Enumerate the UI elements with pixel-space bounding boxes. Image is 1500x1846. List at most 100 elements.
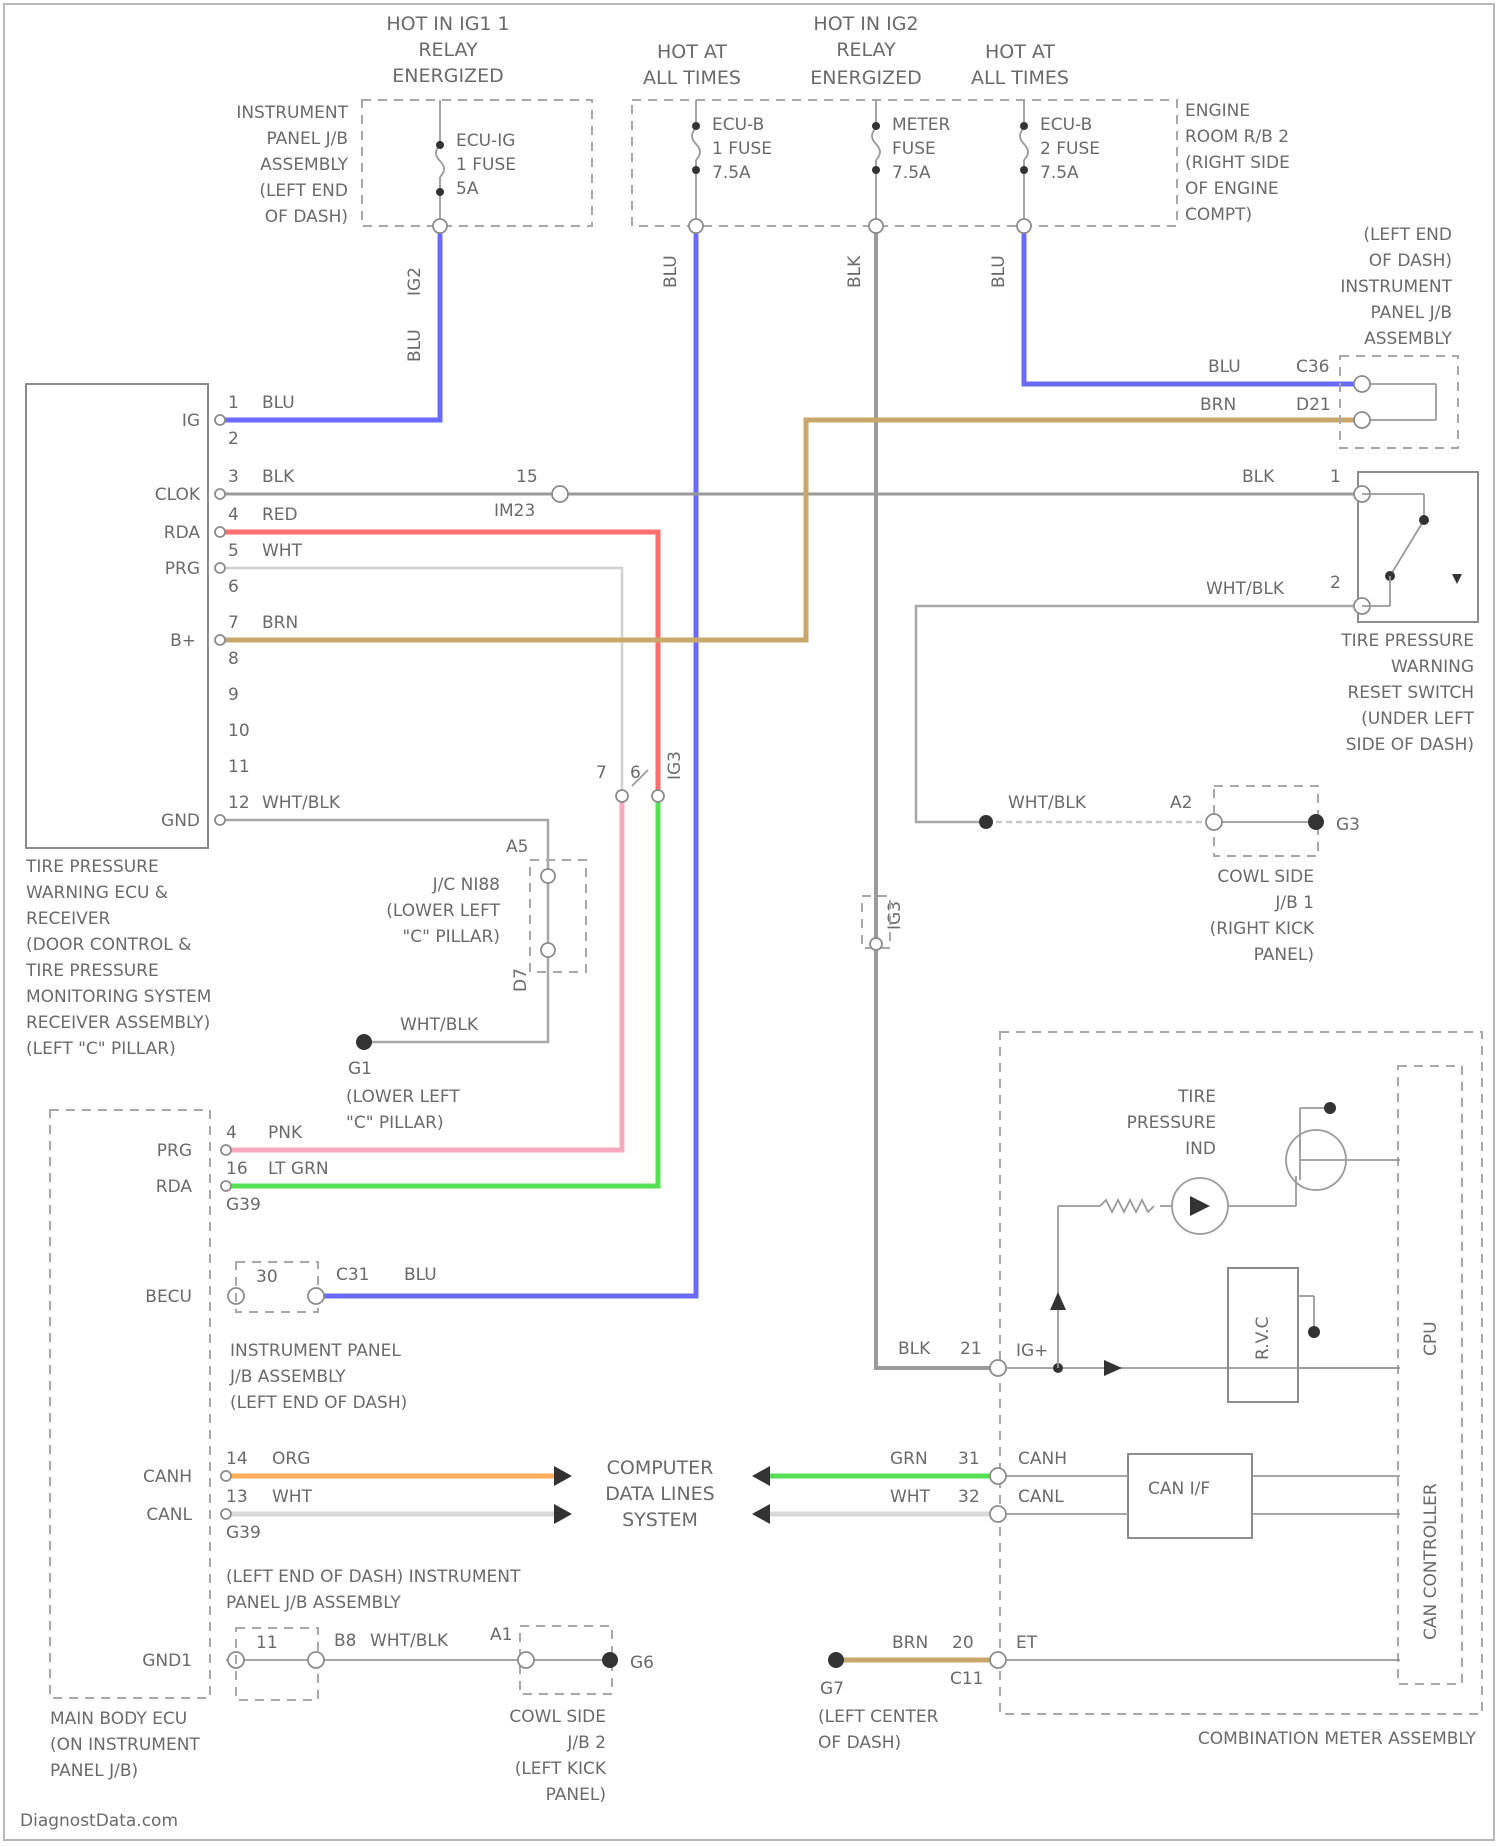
svg-text:BLU: BLU [404, 1265, 437, 1285]
ig1-relay-line3: ENERGIZED [392, 65, 503, 87]
svg-text:31: 31 [958, 1449, 980, 1469]
svg-text:TIRE: TIRE [1177, 1087, 1216, 1107]
computer-data-lines: COMPUTER DATA LINES SYSTEM [605, 1457, 714, 1531]
svg-text:7.5A: 7.5A [1040, 163, 1079, 183]
svg-text:G7: G7 [820, 1679, 844, 1699]
junction-pins: 7 6 [596, 763, 664, 802]
svg-text:RESET SWITCH: RESET SWITCH [1347, 683, 1474, 703]
svg-text:IM23: IM23 [494, 501, 535, 521]
svg-text:BLU: BLU [989, 255, 1009, 288]
svg-text:A1: A1 [490, 1625, 512, 1645]
svg-text:11: 11 [256, 1633, 278, 1653]
ig2-relay-line2: RELAY [836, 39, 896, 61]
svg-text:PNK: PNK [268, 1123, 303, 1143]
svg-text:J/B ASSEMBLY: J/B ASSEMBLY [229, 1367, 346, 1387]
svg-text:2 FUSE: 2 FUSE [1040, 139, 1100, 159]
svg-text:CANL: CANL [1018, 1487, 1064, 1507]
wire-becu-blu [316, 226, 696, 1296]
reset-switch: BLK 1 WHT/BLK 2 TIRE PRESSURE WARNING RE… [1206, 467, 1478, 755]
svg-text:INSTRUMENT PANEL: INSTRUMENT PANEL [230, 1341, 401, 1361]
svg-text:BLU: BLU [405, 329, 425, 362]
svg-text:R.V.C: R.V.C [1253, 1317, 1273, 1360]
svg-text:SYSTEM: SYSTEM [622, 1509, 698, 1531]
svg-text:30: 30 [256, 1267, 278, 1287]
svg-text:MAIN BODY ECU: MAIN BODY ECU [50, 1709, 187, 1729]
svg-text:ASSEMBLY: ASSEMBLY [260, 155, 348, 175]
svg-text:PANEL): PANEL) [1254, 945, 1314, 965]
svg-text:IG3: IG3 [885, 901, 905, 930]
wire-label-p7: BRN [262, 613, 298, 633]
svg-text:(LEFT END: (LEFT END [1363, 225, 1452, 245]
right-connectors: BLU C36 BRN D21 [1200, 356, 1458, 448]
wire-label-p3: BLK [262, 467, 295, 487]
svg-text:COMPT): COMPT) [1185, 205, 1252, 225]
svg-text:ET: ET [1016, 1633, 1038, 1653]
svg-text:21: 21 [960, 1339, 982, 1359]
ip-jb-left-label: INSTRUMENT PANEL J/B ASSEMBLY (LEFT END … [236, 103, 348, 227]
svg-text:COWL SIDE: COWL SIDE [509, 1707, 606, 1727]
svg-text:G1: G1 [348, 1059, 372, 1079]
arrow-canh-right [752, 1466, 770, 1486]
mbe-pin-becu: BECU [145, 1287, 192, 1307]
svg-text:CAN I/F: CAN I/F [1148, 1479, 1210, 1499]
mbe-pin-canl: CANL [146, 1505, 192, 1525]
svg-text:BLK: BLK [845, 255, 865, 288]
svg-text:BRN: BRN [892, 1633, 928, 1653]
svg-text:G3: G3 [1336, 815, 1360, 835]
svg-text:BLK: BLK [1242, 467, 1275, 487]
wire-reset-whtblk [916, 606, 1362, 822]
svg-text:B8: B8 [334, 1631, 356, 1651]
svg-text:ORG: ORG [272, 1449, 310, 1469]
svg-text:CANH: CANH [1018, 1449, 1067, 1469]
pin-rda-label: RDA [164, 523, 201, 543]
svg-text:BRN: BRN [1200, 395, 1236, 415]
fuse-ecu-b2: ECU-B 2 FUSE 7.5A [1020, 100, 1100, 226]
vertical-wire-labels: BLU IG2 BLU BLK BLU IG3 IG3 [405, 255, 1009, 930]
svg-text:WARNING ECU &: WARNING ECU & [26, 883, 168, 903]
svg-text:OF DASH): OF DASH) [818, 1733, 901, 1753]
svg-text:G39: G39 [226, 1195, 261, 1215]
svg-text:D7: D7 [511, 968, 531, 992]
svg-text:7.5A: 7.5A [712, 163, 751, 183]
svg-text:IG2: IG2 [405, 267, 425, 296]
terminal-ig1 [433, 219, 447, 233]
svg-text:16: 16 [226, 1159, 248, 1179]
hot-at-all-times-b-line2: ALL TIMES [971, 67, 1069, 89]
svg-text:OF DASH): OF DASH) [265, 207, 348, 227]
svg-text:(ON INSTRUMENT: (ON INSTRUMENT [50, 1735, 200, 1755]
pin-bplus-label: B+ [170, 631, 196, 651]
svg-text:OF DASH): OF DASH) [1369, 251, 1452, 271]
svg-text:1: 1 [228, 393, 239, 413]
wire-prg-wht [220, 568, 622, 790]
ground-g1: WHT/BLK G1 (LOWER LEFT "C" PILLAR) [346, 1015, 479, 1133]
svg-text:7: 7 [228, 613, 239, 633]
svg-text:8: 8 [228, 649, 239, 669]
svg-text:(RIGHT SIDE: (RIGHT SIDE [1185, 153, 1290, 173]
svg-text:15: 15 [516, 467, 538, 487]
svg-text:C31: C31 [336, 1265, 370, 1285]
svg-text:BLK: BLK [898, 1339, 931, 1359]
pin-clok-label: CLOK [155, 485, 201, 505]
svg-text:9: 9 [228, 685, 239, 705]
svg-text:WHT: WHT [272, 1487, 313, 1507]
terminal-ecub1 [689, 219, 703, 233]
svg-text:1 FUSE: 1 FUSE [456, 155, 516, 175]
svg-text:ECU-B: ECU-B [1040, 115, 1092, 135]
svg-text:13: 13 [226, 1487, 248, 1507]
svg-text:(LEFT KICK: (LEFT KICK [515, 1759, 607, 1779]
svg-text:(LEFT END OF DASH): (LEFT END OF DASH) [230, 1393, 407, 1413]
ip-jb-right-label: (LEFT END OF DASH) INSTRUMENT PANEL J/B … [1340, 225, 1452, 349]
mbe-pin-canh: CANH [143, 1467, 192, 1487]
wire-rda-red [220, 532, 658, 790]
svg-text:J/B 2: J/B 2 [566, 1733, 606, 1753]
svg-text:G6: G6 [630, 1653, 654, 1673]
svg-text:RECEIVER: RECEIVER [26, 909, 111, 929]
svg-text:WARNING: WARNING [1391, 657, 1474, 677]
svg-text:C11: C11 [950, 1669, 984, 1689]
terminal-ecub2 [1017, 219, 1031, 233]
svg-text:7.5A: 7.5A [892, 163, 931, 183]
svg-text:(LEFT CENTER: (LEFT CENTER [818, 1707, 939, 1727]
wire-ig-blu [220, 226, 440, 420]
arrow-canl-right [752, 1504, 770, 1524]
